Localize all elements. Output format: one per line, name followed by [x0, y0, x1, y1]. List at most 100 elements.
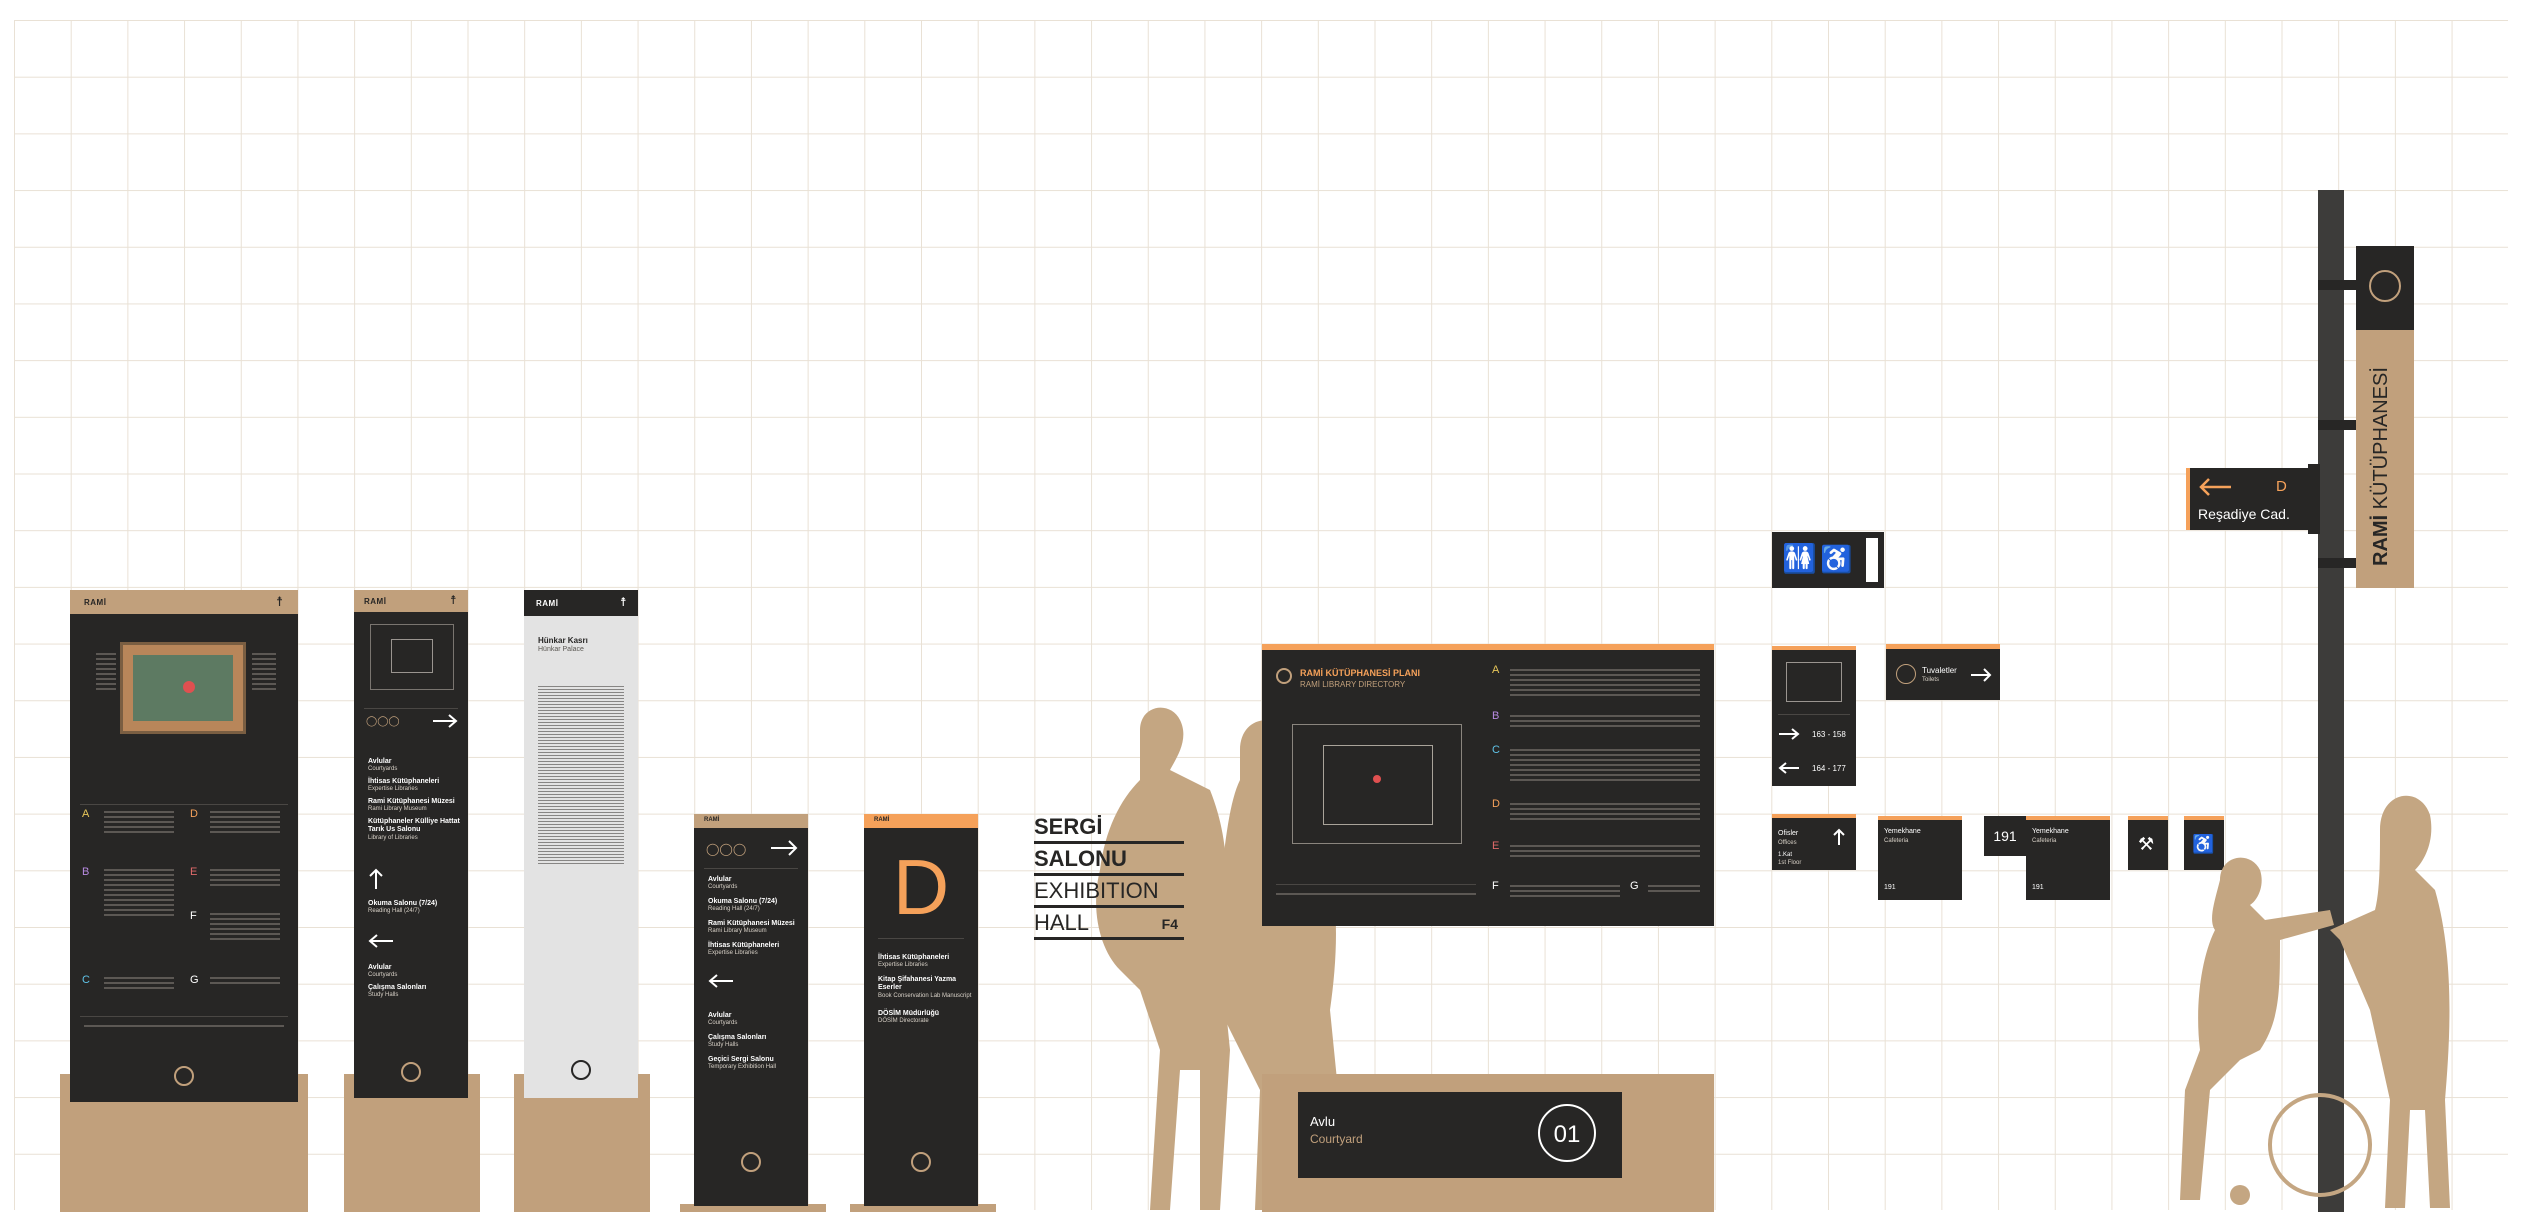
arrow-left-icon — [368, 934, 393, 948]
sign4-item-sub: Reading Hall (24/7) — [708, 906, 760, 912]
emblem-icon — [571, 1060, 591, 1080]
sign1-map-legend-right — [252, 650, 276, 693]
person-icon: ☨ — [450, 593, 457, 607]
toilet-icon — [1896, 664, 1916, 684]
emblem-icon — [741, 1152, 761, 1172]
section-letter-d: D — [190, 808, 198, 820]
sign4-item-sub: Expertise Libraries — [708, 950, 758, 956]
sign2-item-sub: Expertise Libraries — [368, 786, 418, 792]
sign5-letter: D — [892, 843, 950, 931]
sign2-item-title: Çalışma Salonları — [368, 984, 427, 991]
section-g-list — [210, 974, 280, 987]
sign4-item-sub: Study Halls — [708, 1042, 739, 1048]
sign1-brand: RAMİ — [84, 598, 107, 607]
sign3-panel: RAMİ ☨ Hünkar Kasrı Hünkar Palace — [524, 590, 638, 1098]
toilet-sign: 🚻 ♿ — [1772, 532, 1884, 588]
sign2-item: Çalışma Salonları Study Halls — [368, 984, 426, 999]
section-d-list — [210, 808, 280, 836]
directory-section-g: G — [1630, 880, 1639, 892]
offices-title: Ofisler — [1778, 830, 1799, 837]
pylon-emblem-panel — [2356, 246, 2414, 330]
sign5-item-title: DÖSİM Müdürlüğü — [878, 1010, 940, 1017]
accessible-sign-stripe — [2184, 816, 2224, 820]
sign3-brand: RAMİ — [536, 599, 559, 608]
cleaning-sign-stripe — [2128, 816, 2168, 820]
person-icon: ☨ — [620, 595, 627, 609]
sign4-header — [694, 814, 808, 828]
street-name: Reşadiye Cad. — [2198, 506, 2290, 522]
sign2-item-title: İhtisas Kütüphaneleri — [368, 778, 440, 785]
arrow-left-icon — [708, 974, 733, 988]
sign2-item: Avlular Courtyards — [368, 758, 397, 773]
sign3-subtitle: Hünkar Palace — [538, 646, 584, 653]
accessible-toilet-sign: ♿ — [2184, 816, 2224, 870]
cafeteria-title: Yemekhane — [2032, 828, 2069, 835]
arrow-right-icon — [1971, 668, 1992, 682]
directory-section-b: B — [1492, 710, 1500, 722]
arrow-left-icon — [1778, 762, 1799, 774]
sign1-header — [70, 590, 298, 614]
directory-section-d: D — [1492, 798, 1500, 810]
exhibition-line: HALL — [1034, 910, 1090, 935]
directory-list — [1510, 712, 1700, 730]
sign4-item-title: Avlular — [708, 1012, 732, 1019]
pylon-name-bold: RAMİ — [2370, 514, 2392, 566]
sign4-item-title: Geçici Sergi Salonu — [708, 1056, 774, 1063]
sign4-item-sub: Courtyards — [708, 884, 738, 890]
sign3-body-text — [538, 686, 624, 866]
sign5-item-title: İhtisas Kütüphaneleri — [878, 954, 950, 961]
section-f-list — [210, 910, 280, 943]
cafeteria-title: Yemekhane — [1884, 828, 1921, 835]
sign1-map — [120, 642, 246, 734]
sign2-item: Kütüphaneler Külliye Hattat Tarık Us Sal… — [368, 818, 464, 842]
directory-list — [1648, 882, 1700, 895]
arrow-up-icon — [1833, 828, 1845, 845]
toilet-sign-flag — [1864, 536, 1880, 584]
cleaning-sign: ⚒ — [2128, 816, 2168, 870]
emblem-icon — [401, 1062, 421, 1082]
directory-map-marker — [1373, 775, 1381, 783]
courtyard-number: 01 — [1538, 1104, 1596, 1162]
cafeteria-subtitle: Cafeteria — [2032, 838, 2057, 844]
sign4-item-sub: Rami Library Museum — [708, 928, 767, 934]
sign2-map-core — [391, 639, 433, 673]
arrow-up-icon — [369, 868, 383, 889]
toilets-subtitle: Toilets — [1922, 677, 1940, 683]
sign2-header — [354, 590, 468, 612]
directory-icon-row — [1276, 890, 1476, 898]
divider — [1276, 884, 1476, 885]
section-letter-b: B — [82, 866, 90, 878]
sign4-base — [680, 1204, 826, 1212]
section-a-list — [104, 808, 174, 836]
toilet-icon: 🚻 — [1782, 543, 1817, 574]
pylon-name-panel: RAMİ KÜTÜPHANESİ — [2356, 330, 2414, 588]
sign5-item-sub: Expertise Libraries — [878, 962, 928, 968]
directory-section-c: C — [1492, 744, 1500, 756]
section-c-list — [104, 974, 174, 992]
room-direction-sign: 163 - 158 164 - 177 — [1772, 646, 1856, 786]
sign4-item-title: Rami Kütüphanesi Müzesi — [708, 920, 795, 927]
directory-section-f: F — [1492, 880, 1499, 892]
street-letter: D — [2276, 478, 2287, 495]
sign5-item-sub: Book Conservation Lab Manuscript — [878, 993, 972, 999]
offices-sign: Ofisler Offices 1.Kat 1st Floor — [1772, 814, 1856, 870]
sign2-item-sub: Courtyards — [368, 766, 398, 772]
divider — [704, 868, 798, 869]
sign2-item: Avlular Courtyards — [368, 964, 397, 979]
sign4-brand: RAMİ — [704, 817, 720, 823]
sign2-item: Okuma Salonu (7/24) Reading Hall (24/7) — [368, 900, 437, 915]
divider — [80, 804, 288, 805]
emblem-icon — [911, 1152, 931, 1172]
room-range-2: 164 - 177 — [1812, 764, 1846, 773]
sign4-item-title: Çalışma Salonları — [708, 1034, 767, 1041]
sign3-title: Hünkar Kasrı — [538, 636, 588, 645]
cleaning-icon: ⚒ — [2138, 834, 2155, 854]
directory-list — [1510, 746, 1700, 784]
person-icon: ☨ — [276, 594, 284, 609]
offices-floor: 1.Kat — [1778, 852, 1793, 858]
